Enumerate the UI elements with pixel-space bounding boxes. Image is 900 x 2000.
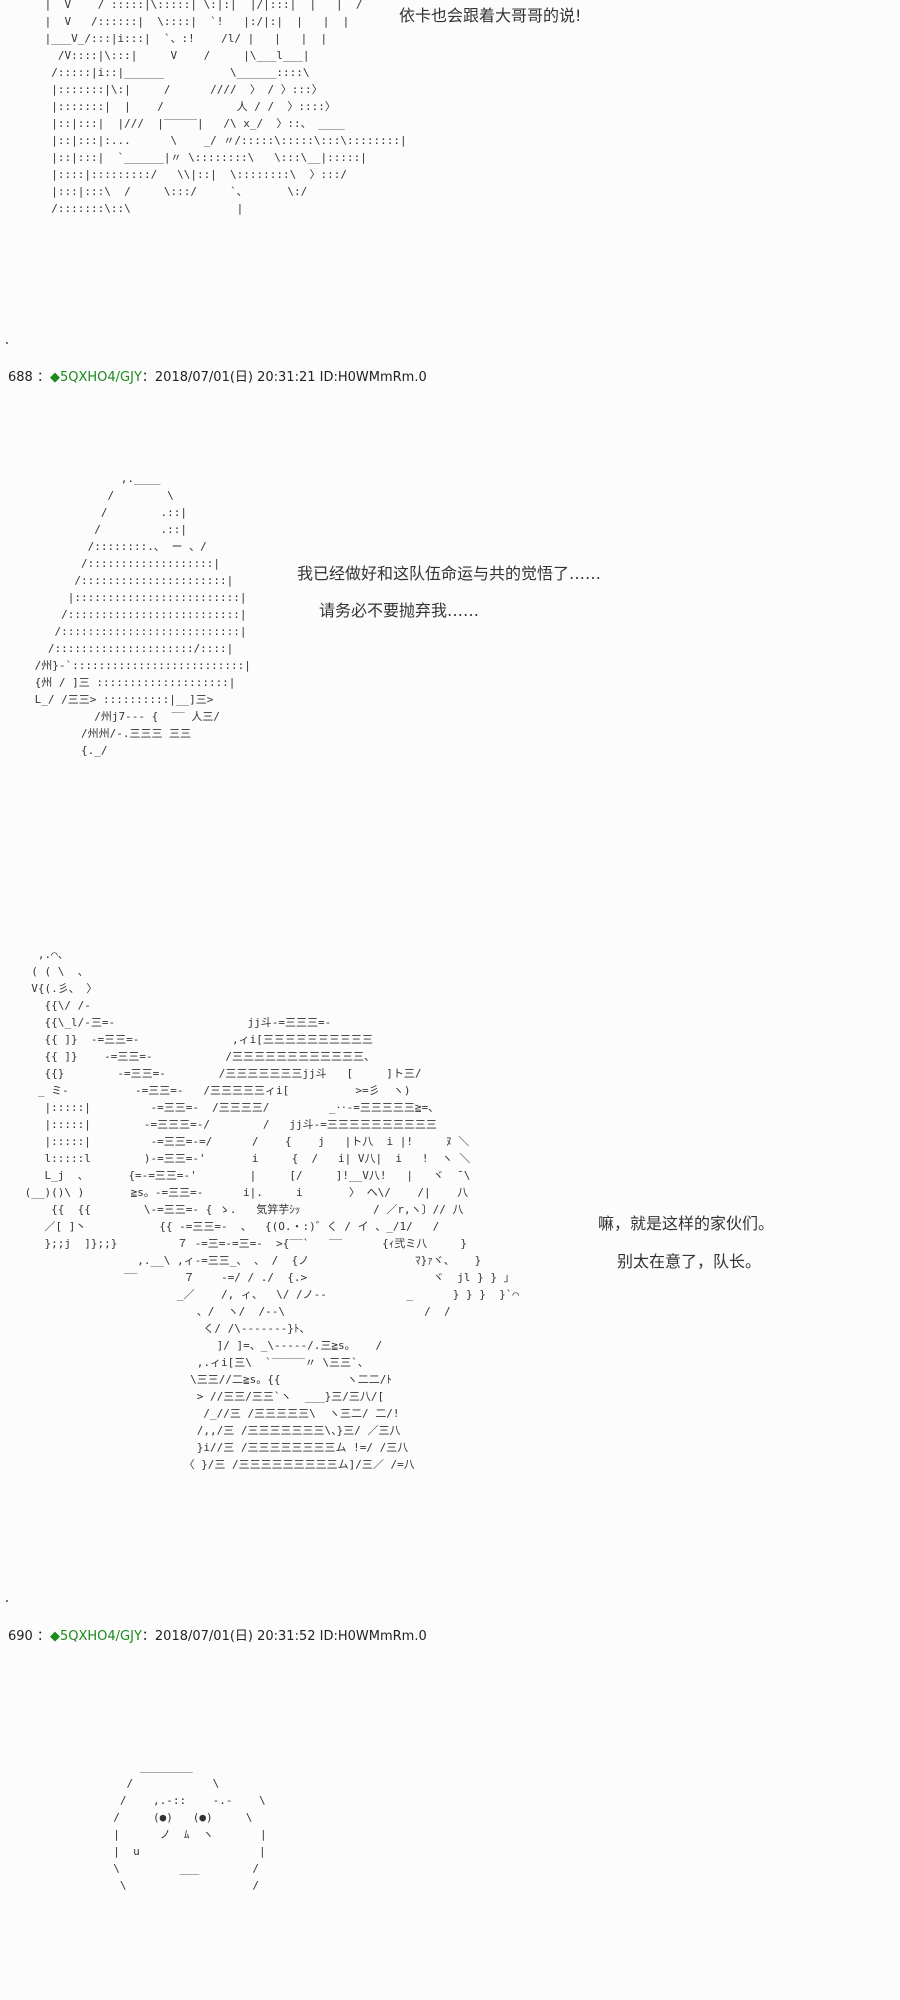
ascii-art-line: |:::::::| | / 人 / / 〉::::〉 (38, 100, 336, 113)
ascii-art-line: | V /::::::| \::::| `! |:/|:| | | | (38, 15, 350, 28)
ascii-art-line: {{ ]} -=三三=- /三三三三三三三三三三三三、 (18, 1050, 376, 1063)
dialogue-line: 嘛，就是这样的家伙们。 (598, 1214, 775, 1233)
ascii-art-line: |::|:::| `______|〃 \::::::::\ \:::\__|::… (38, 151, 367, 164)
ascii-art-line: ,.ィi[三\ `‾‾‾‾‾〃 \三三`、 (18, 1356, 369, 1369)
post-header-690: 690 ：◆5QXHO4/GJY：2018/07/01(日) 20:31:52 … (8, 1625, 427, 1644)
ascii-art-line: /州j7‐‐‐ { ‾‾ 人三/ (28, 710, 220, 723)
post-number[interactable]: 688 (8, 370, 33, 385)
ascii-art-line: /:::::::::::::::::::| (28, 557, 221, 570)
ascii-art-line: /::::::::.、 ー 、/ (28, 540, 207, 553)
ascii-art-line: /:::::::::::::::::::::::::::| (28, 625, 247, 638)
ascii-art-line: ,.__\ ,ィ-=三三_、 、 / {ノ ﾏ}ｧヾ、 } (18, 1254, 482, 1267)
ascii-art-line: \ / (100, 1879, 259, 1892)
poster-trip: ◆5QXHO4/GJY (49, 1629, 142, 1644)
ascii-art-line: (__)()\ ) ≧s。-=三三=- i|. i 〉 ヘ\/ /| 八 (18, 1186, 469, 1199)
post-date-id: ：2018/07/01(日) 20:31:21 ID:H0WMmRm.0 (141, 370, 427, 385)
ascii-art-line: {{\_l/‐三=- jj斗-=三三三=- (18, 1016, 332, 1029)
ascii-art-line: ( ( \ 、 (18, 965, 89, 978)
ascii-art-line: };;j ]};;} ７ -=三=-=三=- >{‾‾` ‾‾ {ｨ弐ミ八 } (18, 1237, 467, 1250)
ascii-art-line: {._/ (28, 744, 108, 757)
ascii-art-line: L_j 、 {=-=三三=-' | [/ ]!__V八! | ヾ ¯\ (18, 1169, 471, 1182)
ascii-art-line: /:::::::\::\ | (38, 202, 244, 215)
post-number[interactable]: 690 (8, 1629, 33, 1644)
ascii-art-line: く/ /\------‐}ﾄ、 (18, 1322, 311, 1335)
ascii-art-line: 〈 }/三 /三三三三三三三三三ム]/三／ /=八 (18, 1458, 415, 1471)
ascii-art-line: /V::::|\:::| V / |\___l___| (38, 49, 310, 62)
ascii-art-line: |___V_/:::|i:::| `、:! /l/ | | | | (38, 32, 328, 45)
dialogue-line: 请务必不要抛弃我…… (319, 601, 480, 620)
ascii-art-line: \三三//二≧s。{{ ヽ二二/ﾄ (18, 1373, 392, 1386)
ascii-art-line: /::::::::::::::::::::::| (28, 574, 234, 587)
ascii-art-line: /_//三 /三三三三三\ ヽ三二/ 二/! (18, 1407, 400, 1420)
ascii-art-line: |:::::| -=三三三=-/ / jj斗-=三三三三三三三三三三 (18, 1118, 437, 1131)
ascii-art-line: |::|:::| |/// |‾‾‾‾‾| /\ x_/ 〉::、 ____ (38, 117, 345, 130)
dialogue-line: 依卡也会跟着大哥哥的说! (399, 6, 582, 25)
ascii-art-line: / \ (100, 1777, 220, 1790)
ascii-art-line: /:::::|i::|______ \______::::\ (38, 66, 310, 79)
ascii-art-line: |:::::::::::::::::::::::::| (28, 591, 247, 604)
ascii-art-line: /::::::::::::::::::::::::::| (28, 608, 247, 621)
ascii-art-line: {{ ]} -=三三=- ,ィi[三三三三三三三三三三 (18, 1033, 373, 1046)
ascii-art-line: |::|:::|:... \ _/ 〃/:::::\:::::\:::\::::… (38, 134, 407, 147)
separator: ： (36, 370, 50, 385)
ascii-art-line: |:::::| -=三三=-=/ / { j |ト八 i |! ﾇ ＼ (18, 1135, 470, 1148)
ascii-art-line: > //三三/三三`ヽ ___}三/三八/[ (18, 1390, 385, 1403)
ascii-art-line: _／ /, ィ、 \/ /ノ-‐ _ } } } }`⌒ (18, 1288, 519, 1301)
ascii-art-line: {州 / ]三 ::::::::::::::::::::| (28, 676, 236, 689)
ascii-art-2: ,.____ / \ / .::| / .::| /::::::::.、 ー 、… (28, 470, 251, 759)
ascii-art-line: / \ (28, 489, 174, 502)
divider-dot (6, 1600, 8, 1602)
ascii-art-line: {{ {{ \-=三三=- { ゝ. 気笄芋ｼｯ / ／r,ヽ〕// 八 (18, 1203, 464, 1216)
dialogue-line: 别太在意了，队长。 (617, 1252, 762, 1271)
ascii-art-line: / .::| (28, 523, 187, 536)
ascii-art-line: ,.____ (28, 472, 161, 485)
ascii-art-4: ________ / \ / ,.-:: ‐.- \ / (●) (●) \ |… (100, 1758, 267, 1894)
ascii-art-line: |:::::::|\:| / //// 〉 / 〉:::〉 (38, 83, 323, 96)
ascii-art-line: ,.⌒、 (18, 948, 69, 961)
ascii-art-line: L_/ /三三> ::::::::::|__]三> (28, 693, 214, 706)
ascii-art-line: |:::::| -=三三=- /三三三三/ _‥-=三三三三三≧=、 (18, 1101, 440, 1114)
dialogue-line: 我已经做好和这队伍命运与共的觉悟了…… (297, 564, 602, 583)
ascii-art-line: ________ (100, 1760, 193, 1773)
ascii-art-line: 、/ ヽ/ /--\ / / (18, 1305, 451, 1318)
ascii-art-line: _ ミ- -=三三=- /三三三三三ィi[ >=彡 ヽ) (18, 1084, 411, 1097)
ascii-art-line: | V / :::::|\:::::| \:|:| |/|:::| | | / (38, 0, 363, 11)
poster-trip: ◆5QXHO4/GJY (49, 370, 142, 385)
post-date-id: ：2018/07/01(日) 20:31:52 ID:H0WMmRm.0 (141, 1629, 427, 1644)
ascii-art-line: \ ___ / (100, 1862, 259, 1875)
post-header-688: 688 ：◆5QXHO4/GJY：2018/07/01(日) 20:31:21 … (8, 366, 427, 385)
ascii-art-line: |:::|:::\ / \:::/ `、 \:/ (38, 185, 308, 198)
divider-dot (6, 342, 8, 344)
ascii-art-line: / .::| (28, 506, 187, 519)
ascii-art-line: /,,/三 /三三三三三三三\、}三/ ／三八 (18, 1424, 401, 1437)
ascii-art-line: {{} -=三三=- /三三三三三三三jj斗 [ ]ト三/ (18, 1067, 422, 1080)
ascii-art-line: / ,.-:: ‐.- \ (100, 1794, 266, 1807)
ascii-art-line: ]/ ]=、_\-----/.三≧s。 / (18, 1339, 383, 1352)
ascii-art-line: ／[ ]丶 {{ -=三三=- 、 {(O.・:)゛く / イ 、_/1/ / (18, 1220, 440, 1233)
separator: ： (36, 1629, 50, 1644)
ascii-art-3: ,.⌒、 ( ( \ 、 V{(.彡、 〉 {{\/ /- {{\_l/‐三=-… (18, 946, 519, 1473)
ascii-art-line: /州}-`::::::::::::::::::::::::::| (28, 659, 251, 672)
ascii-art-line: ‾‾ ７ -=/ / ./ {.> ヾ jl } } 」 (18, 1271, 515, 1284)
ascii-art-1: | V / :::::|\:::::| \:|:| |/|:::| | | / … (38, 0, 407, 217)
ascii-art-line: | u | (100, 1845, 266, 1858)
ascii-art-line: {{\/ /- (18, 999, 91, 1012)
ascii-art-line: |::::|:::::::::/ \\|::| \::::::::\ 〉:::/ (38, 168, 348, 181)
ascii-art-line: V{(.彡、 〉 (18, 982, 98, 995)
ascii-art-line: / (●) (●) \ (100, 1811, 253, 1824)
ascii-art-line: }i//三 /三三三三三三三三ム !=/ /三八 (18, 1441, 409, 1454)
ascii-art-line: l:::::l )-=三三=-' i { / i| V八| i ! ヽ ＼ (18, 1152, 471, 1165)
ascii-art-line: /:::::::::::::::::::::/::::| (28, 642, 234, 655)
ascii-art-line: /州州/-.三三三 三三 (28, 727, 192, 740)
ascii-art-line: | ノ ﾑ ヽ | (100, 1828, 267, 1841)
